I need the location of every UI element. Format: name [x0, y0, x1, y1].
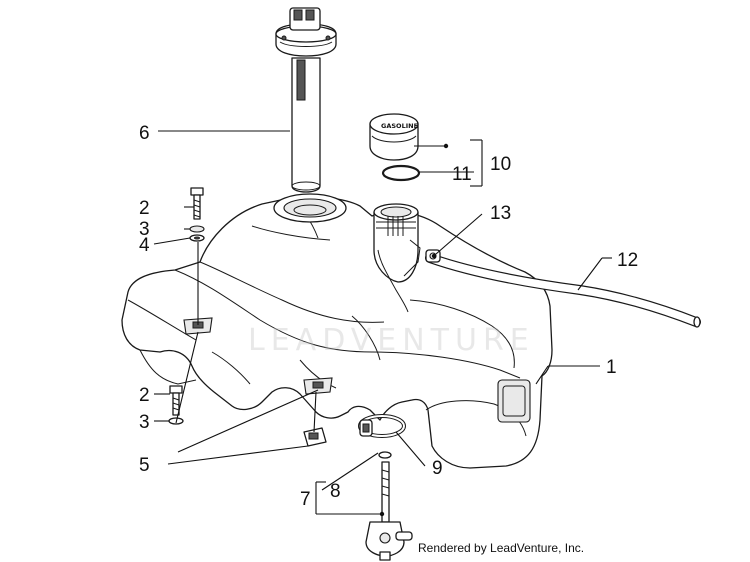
- callout-12: 12: [617, 250, 638, 271]
- leader-lines: [153, 130, 612, 517]
- tank-mount-lower: [303, 377, 333, 395]
- rendered-by-caption: Rendered by LeadVenture, Inc.: [418, 541, 585, 555]
- callout-13: 13: [490, 203, 511, 224]
- filler-opening: [273, 193, 347, 223]
- callout-9: 9: [432, 458, 443, 479]
- upper-washer: [189, 225, 205, 242]
- fuel-tap: [365, 451, 413, 561]
- callout-5: 5: [139, 455, 150, 476]
- fuel-level-sender: [275, 7, 337, 193]
- callout-3-upper: 3: [139, 219, 150, 240]
- callout-11: 11: [452, 164, 472, 185]
- callout-7: 7: [300, 489, 311, 510]
- vent-hose: [425, 253, 701, 328]
- hose-clamp: [358, 414, 406, 438]
- speed-nut: [303, 427, 327, 447]
- callout-6: 6: [139, 123, 150, 144]
- callout-3-lower: 3: [139, 412, 150, 433]
- watermark-text: LEADVENTURE: [248, 323, 535, 358]
- callout-2-lower: 2: [139, 385, 150, 406]
- callout-2-upper: 2: [139, 198, 150, 219]
- lower-bolt: [169, 385, 183, 416]
- filler-neck: [373, 203, 421, 313]
- callout-10: 10: [490, 154, 511, 175]
- fuel-cap: GASOLINE: [369, 113, 419, 161]
- callout-1: 1: [606, 357, 617, 378]
- cap-label: GASOLINE: [381, 122, 418, 130]
- o-ring: [381, 164, 421, 182]
- callout-4: 4: [139, 235, 150, 256]
- upper-bolt: [190, 187, 204, 220]
- callout-8: 8: [330, 481, 341, 502]
